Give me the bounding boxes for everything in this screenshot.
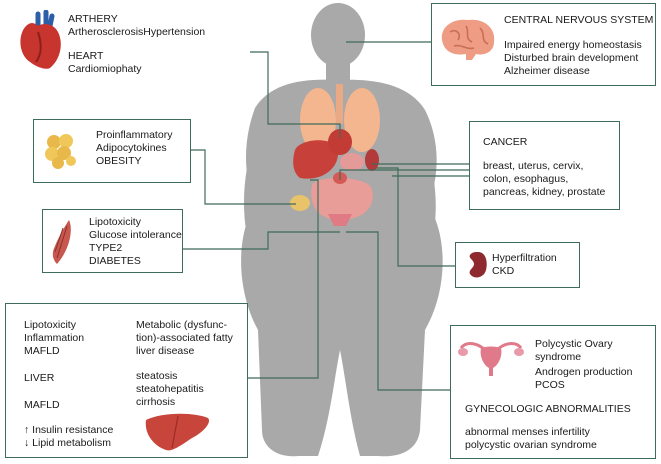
kidney-box: Hyperfiltration CKD xyxy=(455,242,580,288)
internal-organs xyxy=(290,84,380,226)
liver-left-6: ↑ Insulin resistance xyxy=(24,424,114,436)
cancer-line-2: colon, esophagus, xyxy=(483,173,569,185)
liver-box: Lipotoxicity Inflammation MAFLD LIVER MA… xyxy=(5,303,248,458)
cancer-box: CANCER breast, uterus, cervix, colon, es… xyxy=(469,121,620,210)
gyne-line-1: Polycystic Ovary xyxy=(535,338,613,350)
muscle-line-1: Lipotoxicity xyxy=(89,216,141,228)
liver-right-4: steatosis xyxy=(136,370,178,382)
liver-left-2: Inflammation xyxy=(24,332,85,344)
cancer-line-1: breast, uterus, cervix, xyxy=(483,160,584,172)
liver-left-4: LIVER xyxy=(24,372,55,384)
liver-right-3: liver disease xyxy=(136,345,195,357)
cns-box: CENTRAL NERVOUS SYSTEM Impaired energy h… xyxy=(431,3,656,86)
cancer-line-3: pancreas, kidney, prostate xyxy=(483,186,606,198)
connector-lines xyxy=(182,41,470,391)
liver-right-5: steatohepatitis xyxy=(136,383,204,395)
adipose-tissue-icon xyxy=(44,132,78,174)
brain-icon xyxy=(436,14,500,68)
kidney-line-2: CKD xyxy=(492,265,515,277)
liver-right-6: cirrhosis xyxy=(136,396,176,408)
adipose-line-1: Proinflammatory xyxy=(96,129,173,141)
artery-conditions: ArtherosclerosisHypertension xyxy=(68,26,206,38)
gyne-line-3: Androgen production xyxy=(535,366,633,378)
gyne-line-2: syndrome xyxy=(535,351,582,363)
kidney-icon xyxy=(466,250,488,284)
muscle-line-3: TYPE2 xyxy=(89,242,123,254)
uterus-icon xyxy=(457,338,525,382)
adipose-line-2: Adipocytokines xyxy=(96,142,167,154)
muscle-line-4: DIABETES xyxy=(89,255,141,267)
artery-title: ARTHERY xyxy=(68,13,118,25)
cns-line-3: Alzheimer disease xyxy=(504,65,590,77)
liver-left-5: MAFLD xyxy=(24,399,60,411)
liver-right-2: tion)-associated fatty xyxy=(136,332,233,344)
kidney-line-1: Hyperfiltration xyxy=(492,252,557,264)
gyne-line-6: polycystic ovarian syndrome xyxy=(465,439,597,451)
heart-condition: Cardiomiophaty xyxy=(68,63,142,75)
cancer-title: CANCER xyxy=(483,136,528,148)
heart-icon xyxy=(16,9,66,77)
cns-line-1: Impaired energy homeostasis xyxy=(504,39,642,51)
gyne-line-5: abnormal menses infertility xyxy=(465,426,590,438)
liver-left-7: ↓ Lipid metabolism xyxy=(24,437,111,449)
gyne-line-4: PCOS xyxy=(535,379,565,391)
adipose-line-3: OBESITY xyxy=(96,155,142,167)
muscle-box: Lipotoxicity Glucose intolerance TYPE2 D… xyxy=(42,209,183,273)
liver-left-1: Lipotoxicity xyxy=(24,319,76,331)
gyne-title: GYNECOLOGIC ABNORMALITIES xyxy=(465,403,631,415)
muscle-icon xyxy=(49,218,75,270)
cns-title: CENTRAL NERVOUS SYSTEM xyxy=(504,14,654,26)
body-silhouette xyxy=(241,3,443,457)
liver-left-3: MAFLD xyxy=(24,345,60,357)
adipose-box: Proinflammatory Adipocytokines OBESITY xyxy=(33,119,191,183)
gynecologic-box: Polycystic Ovary syndrome Androgen produ… xyxy=(450,325,656,459)
muscle-line-2: Glucose intolerance xyxy=(89,229,182,241)
cns-line-2: Disturbed brain development xyxy=(504,52,639,64)
liver-right-1: Metabolic (dysfunc- xyxy=(136,319,228,331)
liver-icon xyxy=(142,412,212,458)
heart-title: HEART xyxy=(68,50,104,62)
